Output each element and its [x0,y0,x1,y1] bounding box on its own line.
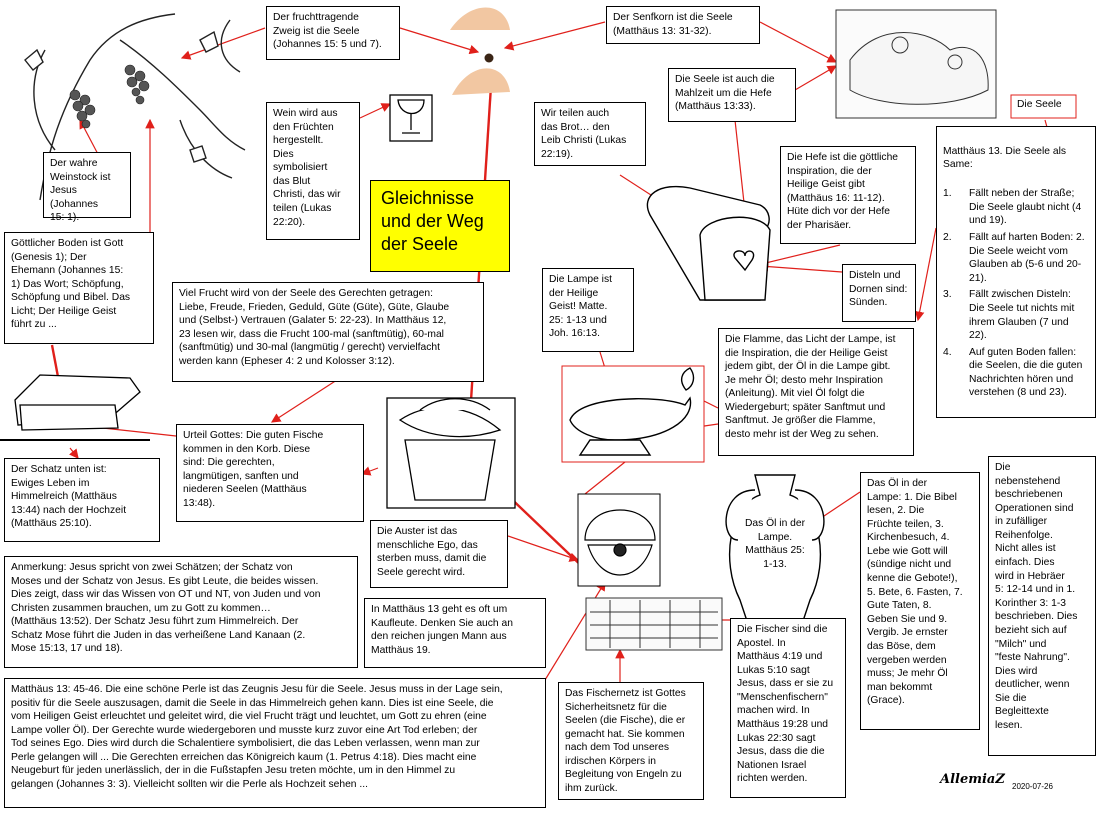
box-perle: Matthäus 13: 45-46. Die eine schöne Perl… [4,678,546,808]
box-saeer: Matthäus 13. Die Seele als Same: 1.Fällt… [936,126,1096,418]
arrow-zweig-seed [399,27,480,55]
saeer-heading: Matthäus 13. Die Seele als Same: [943,145,1067,171]
box-boden: Göttlicher Boden ist Gott (Genesis 1); D… [4,232,154,344]
box-senfkorn: Der Senfkorn ist die Seele (Matthäus 13:… [606,6,760,44]
list-item: 1.Fällt neben der Straße; Die Seele glau… [943,188,1082,227]
arrow-saeer [914,227,937,322]
date-label: 2020-07-26 [1012,782,1053,791]
list-item: 3.Fällt zwischen Disteln: Die Seele tut … [943,289,1075,342]
box-frucht: Viel Frucht wird von der Seele des Gerec… [172,282,484,382]
label-die-seele: Die Seele [1017,99,1062,110]
list-item: 2.Fällt auf harten Boden: 2. Die Seele w… [943,232,1085,284]
die-seele-frame [1010,94,1077,119]
box-brot: Wir teilen auch das Brot… den Leib Chris… [534,102,646,166]
arrow-senfkorn-angels [759,21,838,63]
arrow-schatz [69,447,79,459]
fish-basket-illustration [386,397,516,509]
box-flamme: Die Flamme, das Licht der Lampe, ist die… [718,328,914,456]
label-oel-vase: Das Öl in der Lampe. Matthäus 25: 1-13. [744,518,806,570]
box-oel-bibel: Das Öl in der Lampe: 1. Die Bibel lesen,… [860,472,980,730]
bread-illustration [646,185,771,301]
arrow-disteln-bread [758,261,843,273]
vase-illustration [725,474,825,631]
arrow-urteil-schatz [360,466,379,476]
angels-illustration [835,9,997,119]
fishermen-illustration [585,597,723,651]
arrow-frucht [270,377,341,423]
arrow-mahlzeit-bread [734,119,749,214]
chest-illustration [0,374,150,441]
arrow-wein-cup [359,103,392,119]
box-anmerkung: Anmerkung: Jesus spricht von zwei Schätz… [4,556,358,668]
arrow-auster [507,535,580,562]
box-mahlzeit: Die Seele ist auch die Mahlzeit um die H… [668,68,796,122]
lamp-illustration [569,367,695,456]
box-wein: Wein wird aus den Früchten hergestellt. … [266,102,360,240]
arrow-senfkorn-seed [503,21,606,51]
box-urteil: Urteil Gottes: Die guten Fische kommen i… [176,424,364,522]
box-auster: Die Auster ist das menschliche Ego, das … [370,520,508,588]
box-fischernetz: Das Fischernetz ist Gottes Sicherheitsne… [558,682,704,800]
box-lampe: Die Lampe ist der Heilige Geist! Matte. … [542,268,634,352]
box-weinstock: Der wahre Weinstock ist Jesus (Johannes … [43,152,131,223]
arrow-mahlzeit-angels [794,65,838,91]
box-fischer: Die Fischer sind die Apostel. In Matthäu… [730,618,846,798]
arrow-zweig-vine [180,27,266,60]
saeer-list: 1.Fällt neben der Straße; Die Seele glau… [943,187,1089,400]
box-disteln: Disteln und Dornen sind: Sünden. [842,264,916,322]
list-item: 4.Auf guten Boden fallen: die Seelen, di… [943,346,1083,399]
box-operationen: Die nebenstehend beschriebenen Operation… [988,456,1096,756]
oyster-illustration [584,509,656,576]
box-mt13-jung: In Matthäus 13 geht es oft um Kaufleute.… [364,598,546,668]
seed-illustration [450,7,510,95]
box-zweig: Der fruchttragende Zweig ist die Seele (… [266,6,400,60]
box-schatz: Der Schatz unten ist: Ewiges Leben im Hi… [4,458,160,542]
page-title: Gleichnisse und der Weg der Seele [370,180,510,272]
box-hefe: Die Hefe ist die göttliche Inspiration, … [780,146,916,244]
signature-logo: AllemiaZ [940,772,1005,787]
cup-illustration [389,94,433,142]
